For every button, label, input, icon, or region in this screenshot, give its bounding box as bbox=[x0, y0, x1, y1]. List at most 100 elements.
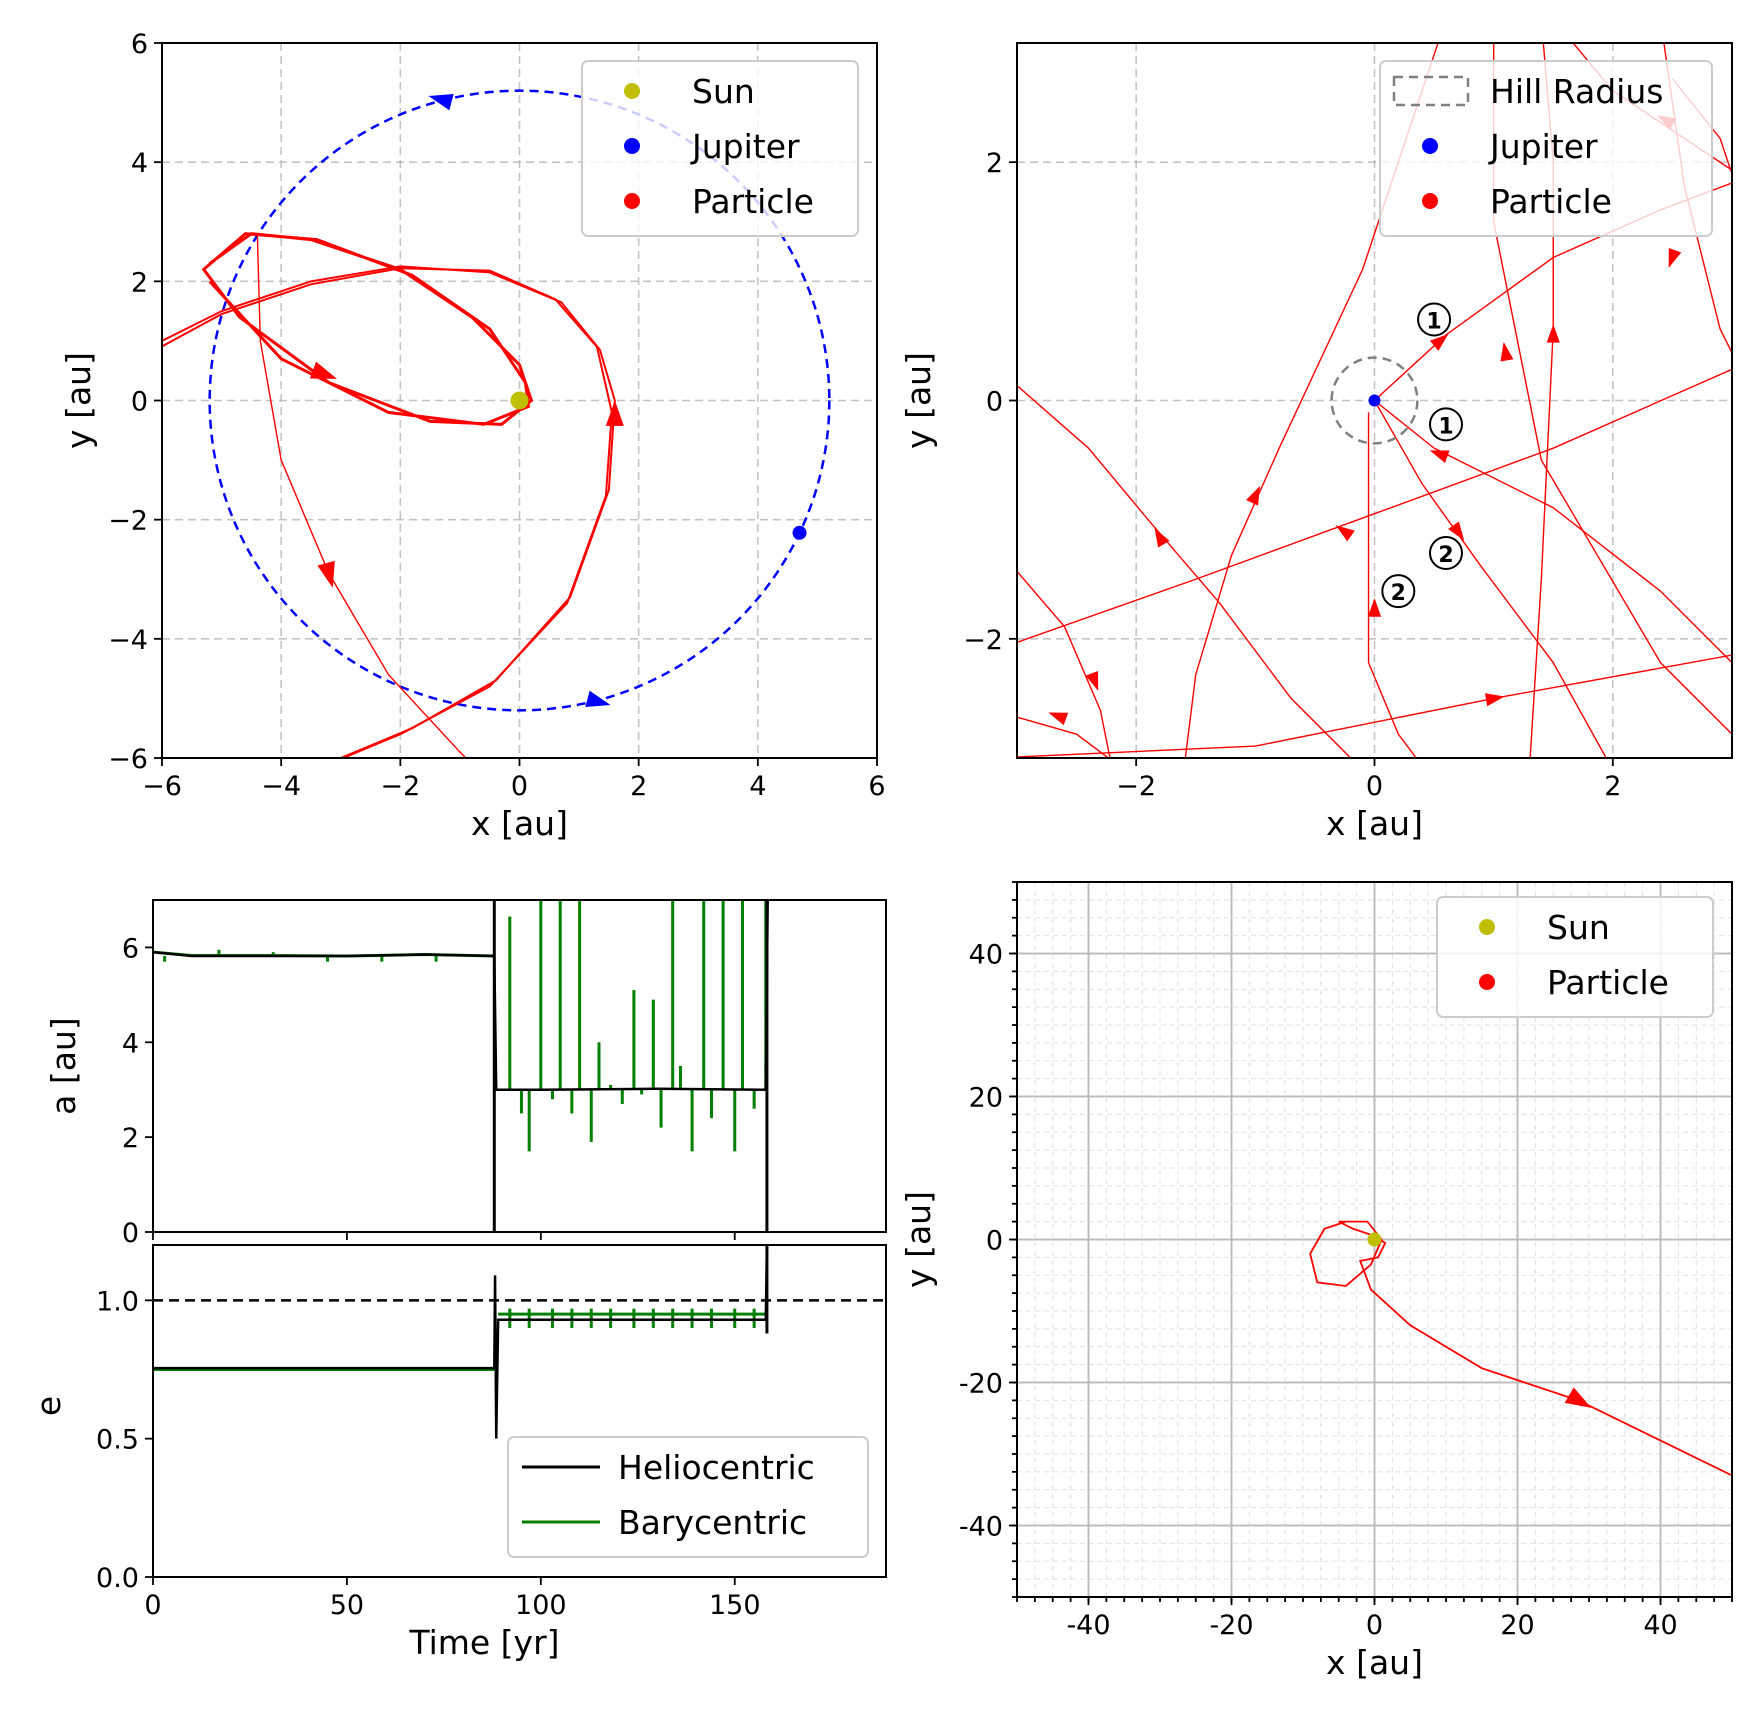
particle-path bbox=[1367, 412, 1418, 758]
annotation-circle bbox=[1429, 407, 1463, 442]
y-axis-label: y [au] bbox=[59, 352, 98, 449]
y-tick-label: 4 bbox=[131, 148, 148, 179]
y-tick-label: -40 bbox=[959, 1512, 1003, 1543]
legend-marker bbox=[1422, 193, 1438, 209]
legend-marker bbox=[1392, 75, 1470, 107]
particle-arrow bbox=[1335, 525, 1355, 542]
x-axis-label: x [au] bbox=[471, 804, 568, 843]
x-tick-label: 20 bbox=[1500, 1610, 1534, 1641]
x-tick-label: −6 bbox=[142, 771, 182, 802]
y-tick-label: 0 bbox=[986, 1226, 1003, 1257]
y-tick-label: 40 bbox=[969, 940, 1003, 971]
legend-marker bbox=[1422, 138, 1438, 154]
y-tick-label: 2 bbox=[986, 148, 1003, 179]
legend-label: Barycentric bbox=[618, 1503, 807, 1542]
x-tick-label: −2 bbox=[1116, 771, 1156, 802]
hill-radius-circle bbox=[1330, 356, 1419, 445]
y-tick-label: 0 bbox=[986, 387, 1003, 418]
legend-marker bbox=[624, 138, 640, 154]
particle-arrow bbox=[1484, 693, 1505, 707]
legend-label: Sun bbox=[692, 72, 755, 111]
particle-arrow bbox=[1500, 342, 1514, 362]
particle-path bbox=[201, 232, 534, 426]
x-tick-label: 0 bbox=[511, 771, 528, 802]
axes-frame bbox=[152, 899, 887, 1233]
y-tick-label: 0.5 bbox=[96, 1425, 139, 1456]
jupiter-marker bbox=[1368, 394, 1381, 407]
x-tick-label: −4 bbox=[261, 771, 301, 802]
particle-arrow bbox=[1048, 712, 1069, 726]
x-tick-label: 2 bbox=[1604, 771, 1621, 802]
x-tick-label: 0 bbox=[144, 1590, 161, 1621]
y-axis-label: y [au] bbox=[899, 1191, 938, 1288]
y-tick-label: 20 bbox=[969, 1083, 1003, 1114]
y-axis-label: a [au] bbox=[44, 1017, 83, 1115]
legend-marker bbox=[624, 193, 640, 209]
x-tick-label: 150 bbox=[709, 1590, 761, 1621]
legend-label: Jupiter bbox=[1488, 127, 1598, 166]
annotation-label: 2 bbox=[1391, 581, 1406, 606]
legend-marker bbox=[1479, 974, 1495, 990]
y-tick-label: −4 bbox=[108, 625, 148, 656]
particle-arrow bbox=[1448, 521, 1465, 541]
plot-area bbox=[153, 900, 769, 1232]
particle-path bbox=[1017, 716, 1110, 758]
particle-arrow bbox=[317, 560, 335, 588]
particle-arrow bbox=[1367, 598, 1382, 617]
legend-label: Particle bbox=[692, 182, 814, 221]
jupiter-orbit bbox=[208, 89, 831, 712]
x-tick-label: 4 bbox=[749, 771, 766, 802]
y-tick-label: 0 bbox=[122, 1218, 139, 1249]
legend-label: Particle bbox=[1490, 182, 1612, 221]
particle-path bbox=[162, 265, 616, 758]
x-tick-label: −2 bbox=[380, 771, 420, 802]
y-tick-label: −2 bbox=[963, 625, 1003, 656]
orbit-arrow bbox=[585, 690, 611, 707]
x-axis-label: x [au] bbox=[1326, 804, 1423, 843]
particle-path bbox=[1017, 654, 1732, 758]
particle-path bbox=[1374, 399, 1732, 664]
particle-path bbox=[1373, 400, 1608, 758]
annotation-circle bbox=[1417, 302, 1452, 337]
x-tick-label: -40 bbox=[1066, 1610, 1110, 1641]
particle-arrow bbox=[1429, 333, 1449, 351]
legend-label: Sun bbox=[1547, 908, 1610, 947]
particle-arrow bbox=[1564, 1387, 1592, 1408]
particle-path bbox=[256, 233, 467, 758]
legend-frame bbox=[581, 60, 859, 237]
particle-path bbox=[1017, 368, 1732, 644]
x-tick-label: 100 bbox=[515, 1590, 567, 1621]
y-tick-label: 6 bbox=[131, 29, 148, 60]
particle-path bbox=[162, 267, 613, 758]
y-tick-label: 0 bbox=[131, 387, 148, 418]
orbit-arrow bbox=[428, 94, 454, 111]
x-axis-label: Time [yr] bbox=[408, 1623, 559, 1662]
annotation-label: 1 bbox=[1426, 309, 1441, 334]
legend-frame bbox=[1436, 896, 1714, 1018]
particle-path bbox=[1017, 570, 1111, 758]
legend-label: Jupiter bbox=[690, 127, 800, 166]
particle-arrow bbox=[1246, 485, 1260, 506]
particle-arrow bbox=[309, 361, 337, 379]
y-tick-label: -20 bbox=[959, 1369, 1003, 1400]
x-tick-label: -20 bbox=[1209, 1610, 1253, 1641]
sun-marker bbox=[510, 391, 529, 410]
particle-arrow bbox=[605, 400, 624, 426]
particle-arrow bbox=[1154, 528, 1170, 548]
annotation-circle bbox=[1381, 574, 1416, 609]
annotation-label: 1 bbox=[1438, 414, 1453, 439]
jupiter-marker bbox=[792, 525, 807, 540]
series-line bbox=[153, 900, 769, 1091]
particle-arrow bbox=[1085, 671, 1099, 691]
y-axis-label: y [au] bbox=[899, 352, 938, 449]
y-tick-label: 6 bbox=[122, 933, 139, 964]
series-line bbox=[153, 1245, 769, 1439]
x-tick-label: 2 bbox=[630, 771, 647, 802]
x-tick-label: 0 bbox=[1366, 771, 1383, 802]
sun-marker bbox=[1367, 1232, 1382, 1247]
legend-marker bbox=[1479, 919, 1495, 935]
particle-path bbox=[1017, 384, 1352, 758]
